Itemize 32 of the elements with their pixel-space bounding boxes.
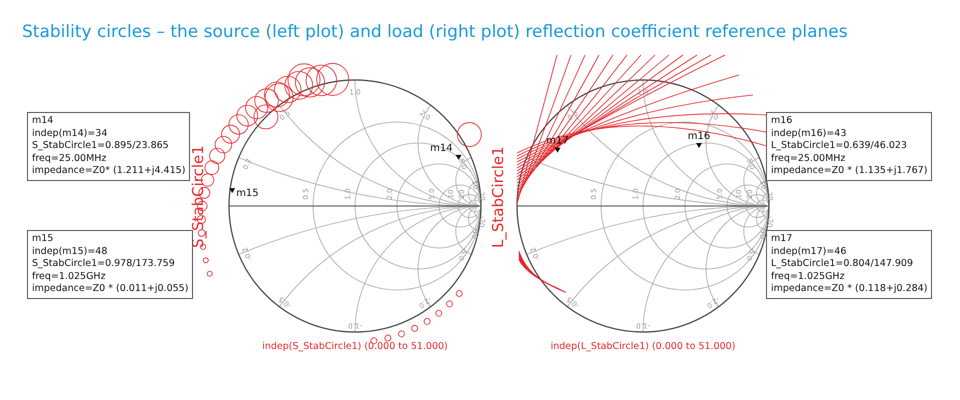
title: Stability circles – the source (left plot) and load (right plot) reflection coefficient reference planes xyxy=(22,22,848,42)
axis-title: indep(S_StabCircle1) (0.000 to 51.000) xyxy=(262,341,448,352)
readout-line: indep(m15)=48 xyxy=(32,246,108,258)
axis-title: indep(L_StabCircle1) (0.000 to 51.000) xyxy=(550,341,736,352)
readout-line: freq=1.025GHz xyxy=(32,270,107,283)
readout-line: indep(m16)=43 xyxy=(771,128,848,140)
readout-line: indep(m17)=46 xyxy=(771,246,848,258)
readout-line: freq=1.025GHz xyxy=(771,270,846,283)
readout-line: impedance=Z0 * (0.118+j0.284) xyxy=(771,283,928,296)
readout-line: impedance=Z0 * (1.135+j1.767) xyxy=(771,165,928,178)
marker-name: m15 xyxy=(32,233,54,246)
axis-title: S_StabCircle1 xyxy=(189,145,207,248)
readout-line: freq=25.00MHz xyxy=(32,152,108,165)
readout-line: S_StabCircle1=0.895/23.865 xyxy=(32,140,170,152)
marker-readout-box xyxy=(27,112,190,180)
readout-line: S_StabCircle1=0.978/173.759 xyxy=(32,258,176,270)
marker-name: m16 xyxy=(771,115,794,128)
marker-readout-box xyxy=(766,112,932,180)
marker-readout-box xyxy=(766,230,932,298)
marker-name: m17 xyxy=(771,233,794,246)
readout-line: L_StabCircle1=0.639/46.023 xyxy=(771,140,908,152)
axis-title: L_StabCircle1 xyxy=(489,146,507,248)
marker-label: m15 xyxy=(236,188,259,200)
marker-label: m14 xyxy=(430,142,453,154)
readout-line: L_StabCircle1=0.804/147.909 xyxy=(771,258,914,270)
marker-name: m14 xyxy=(32,115,54,128)
readout-line: indep(m14)=34 xyxy=(32,128,108,140)
marker-label: m16 xyxy=(688,131,710,142)
readout-line: freq=25.00MHz xyxy=(771,152,846,165)
readout-line: impedance=Z0 * (0.011+j0.055) xyxy=(32,283,188,296)
marker-readout-box xyxy=(27,230,194,298)
readout-line: impedance=Z0* (1.211+j4.415) xyxy=(32,165,186,178)
